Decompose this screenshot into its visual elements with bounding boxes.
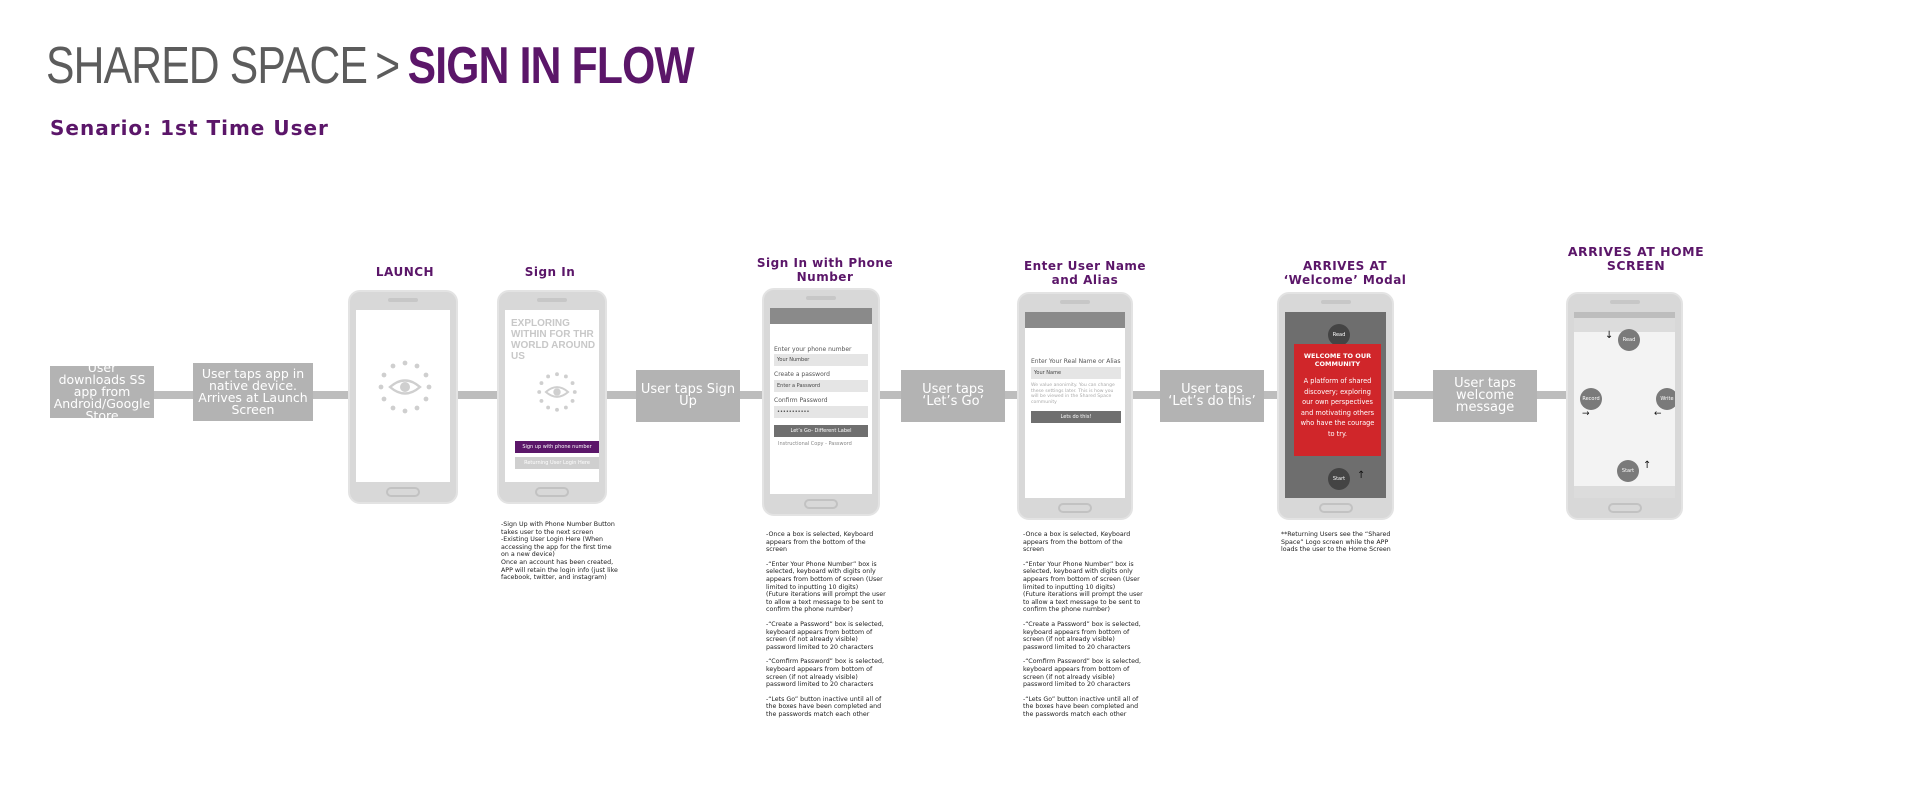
page-title: SHARED SPACE>SIGN IN FLOW bbox=[46, 36, 695, 96]
title-separator: > bbox=[375, 37, 400, 95]
flow-step-tap-welcome: User taps welcome message bbox=[1433, 370, 1537, 422]
start-profile-button[interactable]: Start Profile bbox=[1617, 460, 1639, 496]
phone-number-entry: Enter your phone number Your Number Crea… bbox=[762, 288, 880, 516]
note-user-3: -“Create a Password” box is selected, ke… bbox=[1023, 620, 1141, 651]
arrow-up-icon: ↑ bbox=[1357, 470, 1366, 481]
lets-go-button[interactable]: Let’s Go- Different Label bbox=[774, 425, 868, 437]
phone-speaker bbox=[537, 298, 567, 302]
eye-logo-icon bbox=[537, 372, 577, 412]
name-field-label: Enter Your Real Name or Alias bbox=[1031, 358, 1121, 365]
phone-home-button bbox=[1607, 503, 1642, 513]
phone-speaker bbox=[388, 298, 418, 302]
flow-step-tap-app: User taps app in native device. Arrives … bbox=[193, 363, 313, 421]
note-phone-1: -Once a box is selected, Keyboard appear… bbox=[766, 531, 874, 554]
phone-speaker bbox=[1609, 300, 1640, 304]
welcome-screen: Read WELCOME TO OUR COMMUNITY A platform… bbox=[1285, 312, 1386, 498]
title-left: SHARED SPACE bbox=[46, 37, 368, 95]
note-phone-5: -“Lets Go” button inactive until all of … bbox=[766, 695, 882, 718]
phone-number-input[interactable]: Your Number bbox=[774, 354, 868, 366]
notes-username: -Once a box is selected, Keyboard appear… bbox=[1023, 531, 1143, 718]
returning-login-button[interactable]: Returning User Login Here bbox=[515, 457, 599, 469]
home-screen: Read ↓ Record → Write ← Start Profile ↑ bbox=[1574, 312, 1675, 498]
phone-home-button bbox=[1058, 503, 1092, 513]
name-input[interactable]: Your Name bbox=[1031, 367, 1121, 379]
arrow-left-icon: ← bbox=[1654, 409, 1662, 419]
label-launch: LAUNCH bbox=[375, 265, 435, 279]
welcome-modal-title: WELCOME TO OUR COMMUNITY bbox=[1303, 352, 1372, 368]
lets-do-this-button[interactable]: Lets do this! bbox=[1031, 411, 1121, 423]
app-header-bar bbox=[1574, 318, 1675, 332]
status-bar bbox=[1574, 312, 1675, 318]
note-phone-2: -“Enter Your Phone Number” box is select… bbox=[766, 560, 886, 614]
confirm-field-label: Confirm Password bbox=[774, 397, 828, 404]
phone-home-button bbox=[1318, 503, 1353, 513]
app-header-bar bbox=[770, 308, 872, 324]
confirm-password-input[interactable]: ••••••••••• bbox=[774, 406, 868, 418]
flow-step-tap-letsgo: User taps ‘Let’s Go’ bbox=[901, 370, 1005, 422]
note-user-4: -“Comfirm Password” box is selected, key… bbox=[1023, 658, 1141, 689]
flow-step-download: User downloads SS app from Android/Googl… bbox=[50, 361, 154, 422]
welcome-modal[interactable]: WELCOME TO OUR COMMUNITY A platform of s… bbox=[1294, 344, 1381, 456]
note-phone-3: -“Create a Password” box is selected, ke… bbox=[766, 620, 884, 651]
signin-headline: EXPLORING WITHIN FOR THR WORLD AROUND US bbox=[511, 318, 596, 362]
notes-phone: -Once a box is selected, Keyboard appear… bbox=[766, 531, 886, 718]
phone-home-button bbox=[804, 499, 838, 509]
arrow-down-icon: ↓ bbox=[1605, 330, 1614, 341]
username-screen: Enter Your Real Name or Alias Your Name … bbox=[1025, 312, 1125, 498]
phone-speaker bbox=[1320, 300, 1351, 304]
read-button[interactable]: Read bbox=[1618, 329, 1640, 351]
instructional-copy: Instructional Copy - Password bbox=[778, 441, 852, 447]
launch-screen bbox=[356, 310, 450, 482]
label-welcome: ARRIVES AT ‘Welcome’ Modal bbox=[1283, 259, 1407, 287]
welcome-modal-body: A platform of shared discovery; explorin… bbox=[1300, 377, 1375, 438]
flow-step-tap-letsdo: User taps ‘Let’s do this’ bbox=[1160, 370, 1264, 422]
phone-home: Read ↓ Record → Write ← Start Profile ↑ bbox=[1566, 292, 1683, 520]
phone-speaker bbox=[806, 296, 836, 300]
note-phone-4: -“Comfirm Password” box is selected, key… bbox=[766, 658, 884, 689]
arrow-right-icon: → bbox=[1582, 409, 1590, 419]
arrow-up-icon: ↑ bbox=[1643, 460, 1652, 471]
phone-home-button bbox=[386, 487, 420, 497]
label-username: Enter User Name and Alias bbox=[1023, 259, 1147, 287]
phone-signin: EXPLORING WITHIN FOR THR WORLD AROUND US… bbox=[497, 290, 607, 504]
title-right: SIGN IN FLOW bbox=[407, 37, 695, 95]
password-field-label: Create a password bbox=[774, 371, 830, 378]
phone-launch bbox=[348, 290, 458, 504]
label-signin: Sign In bbox=[524, 265, 576, 279]
signup-phone-button[interactable]: Sign up with phone number bbox=[515, 441, 599, 453]
note-user-2: -“Enter Your Phone Number” box is select… bbox=[1023, 560, 1143, 614]
password-input[interactable]: Enter a Password bbox=[774, 380, 868, 392]
bottom-bar bbox=[1574, 486, 1675, 498]
start-profile-circle: Start Profile bbox=[1328, 468, 1350, 490]
anonymity-helper-text: We value anonimity. You can change these… bbox=[1031, 383, 1115, 405]
phone-field-label: Enter your phone number bbox=[774, 346, 852, 353]
phone-welcome: Read WELCOME TO OUR COMMUNITY A platform… bbox=[1277, 292, 1394, 520]
phone-username: Enter Your Real Name or Alias Your Name … bbox=[1017, 292, 1133, 520]
note-user-5: -“Lets Go” button inactive until all of … bbox=[1023, 695, 1139, 718]
phone-speaker bbox=[1060, 300, 1090, 304]
note-welcome: **Returning Users see the “Shared Space”… bbox=[1281, 531, 1391, 554]
read-circle: Read bbox=[1328, 324, 1350, 346]
phone-entry-screen: Enter your phone number Your Number Crea… bbox=[770, 308, 872, 494]
signin-screen: EXPLORING WITHIN FOR THR WORLD AROUND US… bbox=[505, 310, 599, 482]
record-button[interactable]: Record bbox=[1580, 388, 1602, 410]
scenario-subtitle: Senario: 1st Time User bbox=[50, 116, 329, 140]
note-user-1: -Once a box is selected, Keyboard appear… bbox=[1023, 531, 1131, 554]
note-signin: -Sign Up with Phone Number Button takes … bbox=[501, 521, 618, 582]
label-phone: Sign In with Phone Number bbox=[756, 256, 894, 284]
write-button[interactable]: Write bbox=[1656, 388, 1675, 410]
phone-home-button bbox=[535, 487, 569, 497]
app-header-bar bbox=[1025, 312, 1125, 328]
eye-logo-icon bbox=[378, 360, 432, 414]
label-home: ARRIVES AT HOME SCREEN bbox=[1567, 244, 1705, 273]
flow-step-tap-signup: User taps Sign Up bbox=[636, 370, 740, 422]
